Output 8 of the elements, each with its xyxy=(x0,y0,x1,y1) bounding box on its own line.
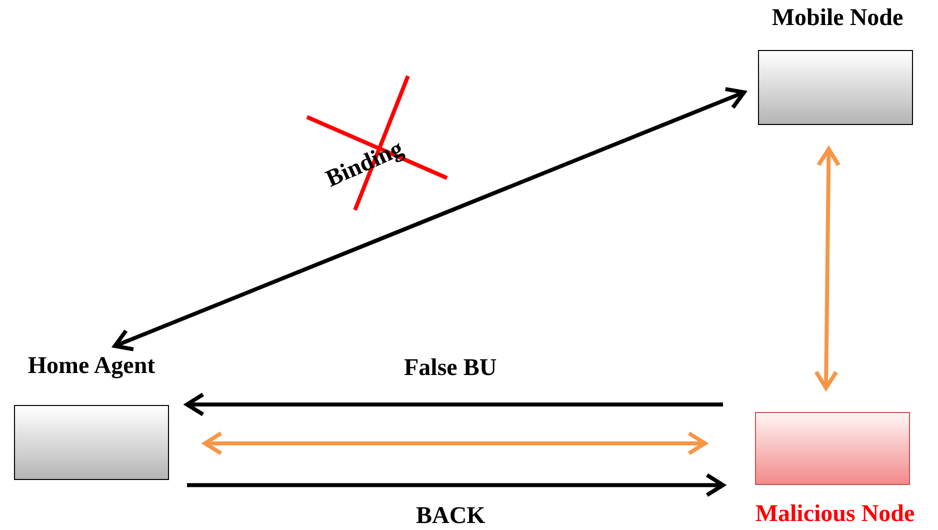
arrow xyxy=(203,431,707,456)
arrow xyxy=(187,473,725,498)
node-label: Mobile Node xyxy=(770,4,904,32)
arrow xyxy=(185,392,723,416)
node-label: Malicious Node xyxy=(754,500,916,528)
node-label: Home Agent xyxy=(26,352,156,380)
arrow xyxy=(814,147,841,390)
arrow xyxy=(112,87,746,352)
